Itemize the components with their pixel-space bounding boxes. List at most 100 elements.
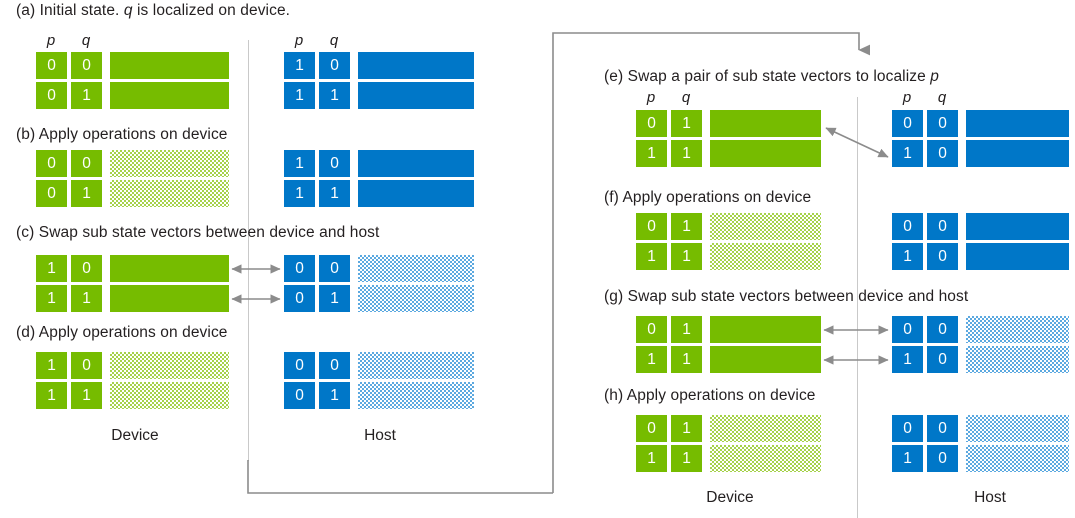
panel-d-host-row: 0 0	[284, 352, 474, 379]
state-cell-q: 0	[927, 415, 958, 442]
left-column-divider	[248, 40, 249, 461]
state-cell-p: 0	[284, 255, 315, 282]
state-cell-p: 1	[284, 150, 315, 177]
state-cell-p: 0	[36, 180, 67, 207]
state-amplitude-bar	[710, 243, 821, 270]
panel-a-host-row: 1 1	[284, 82, 474, 109]
state-cell-p: 1	[36, 285, 67, 312]
state-cell-p: 1	[892, 346, 923, 373]
state-amplitude-bar	[966, 316, 1069, 343]
state-amplitude-bar	[966, 110, 1069, 137]
panel-b-host-row: 1 0	[284, 150, 474, 177]
state-cell-q: 1	[71, 82, 102, 109]
state-cell-p: 0	[36, 150, 67, 177]
panel-d-caption-pre: (d) Apply operations on device	[16, 324, 228, 341]
panel-e-device-row: 1 1	[636, 140, 821, 167]
panel-c-caption-pre: (c) Swap sub state vectors between devic…	[16, 224, 380, 241]
state-amplitude-bar	[358, 382, 474, 409]
state-cell-p: 1	[636, 346, 667, 373]
state-cell-q: 0	[71, 352, 102, 379]
panel-h-caption: (h) Apply operations on device	[604, 387, 816, 405]
state-cell-q: 0	[927, 346, 958, 373]
panel-a-device-row: 0 1	[36, 82, 229, 109]
state-amplitude-bar	[966, 243, 1069, 270]
state-amplitude-bar	[358, 52, 474, 79]
state-cell-p: 1	[36, 382, 67, 409]
state-cell-p: 0	[892, 415, 923, 442]
right-column-divider	[857, 97, 858, 518]
panel-h-host-row: 0 0	[892, 415, 1069, 442]
state-amplitude-bar	[358, 255, 474, 282]
state-cell-q: 1	[671, 415, 702, 442]
panel-b-caption: (b) Apply operations on device	[16, 126, 228, 144]
left-device-label: Device	[111, 427, 159, 444]
panel-b-caption-pre: (b) Apply operations on device	[16, 126, 228, 143]
state-amplitude-bar	[358, 150, 474, 177]
state-cell-q: 1	[671, 140, 702, 167]
panel-e-host-row: 1 0	[892, 140, 1069, 167]
panel-b-device-row: 0 0	[36, 150, 229, 177]
panel-a-device-row: 0 0	[36, 52, 229, 79]
state-cell-p: 0	[636, 110, 667, 137]
panel-a-caption: (a) Initial state. q is localized on dev…	[16, 2, 290, 20]
panel-a-caption-italic: q	[123, 2, 133, 19]
state-amplitude-bar	[110, 180, 229, 207]
panel-h-device-row: 0 1	[636, 415, 821, 442]
panel-e-caption-italic: p	[930, 68, 939, 85]
state-cell-p: 1	[892, 243, 923, 270]
state-cell-p: 0	[36, 52, 67, 79]
state-cell-p: 0	[636, 316, 667, 343]
panel-g-host-row: 0 0	[892, 316, 1069, 343]
panel-c-caption: (c) Swap sub state vectors between devic…	[16, 224, 379, 242]
state-amplitude-bar	[358, 285, 474, 312]
panel-f-host-row: 0 0	[892, 213, 1069, 240]
state-cell-p: 1	[892, 140, 923, 167]
panel-g-device-row: 1 1	[636, 346, 821, 373]
state-amplitude-bar	[358, 352, 474, 379]
panel-h-host-row: 1 0	[892, 445, 1069, 472]
state-cell-q: 0	[319, 52, 350, 79]
panel-c-device-row: 1 0	[36, 255, 229, 282]
panel-e-device-header-q: q	[681, 89, 691, 106]
state-amplitude-bar	[710, 445, 821, 472]
panel-e-host-row: 0 0	[892, 110, 1069, 137]
panel-a-host-row: 1 0	[284, 52, 474, 79]
state-cell-p: 0	[636, 213, 667, 240]
panel-c-host-row: 0 1	[284, 285, 474, 312]
state-amplitude-bar	[710, 213, 821, 240]
state-cell-q: 0	[927, 445, 958, 472]
state-amplitude-bar	[358, 180, 474, 207]
panel-e-caption-pre: (e) Swap a pair of sub state vectors to …	[604, 68, 931, 85]
state-cell-p: 1	[284, 180, 315, 207]
state-amplitude-bar	[966, 140, 1069, 167]
state-amplitude-bar	[966, 415, 1069, 442]
state-amplitude-bar	[710, 346, 821, 373]
panel-a-caption-post: is localized on device.	[132, 2, 291, 19]
state-cell-q: 1	[671, 110, 702, 137]
state-amplitude-bar	[710, 140, 821, 167]
state-amplitude-bar	[966, 445, 1069, 472]
state-cell-p: 1	[284, 82, 315, 109]
state-cell-q: 0	[71, 150, 102, 177]
state-cell-q: 0	[927, 316, 958, 343]
state-amplitude-bar	[710, 110, 821, 137]
panel-h-caption-pre: (h) Apply operations on device	[604, 387, 816, 404]
state-cell-p: 1	[36, 352, 67, 379]
state-amplitude-bar	[110, 150, 229, 177]
state-cell-q: 0	[927, 110, 958, 137]
panel-f-device-row: 1 1	[636, 243, 821, 270]
state-amplitude-bar	[110, 382, 229, 409]
state-amplitude-bar	[110, 255, 229, 282]
state-cell-q: 1	[71, 180, 102, 207]
state-cell-q: 0	[319, 150, 350, 177]
flow-line-right-to-left	[247, 460, 553, 494]
state-amplitude-bar	[966, 213, 1069, 240]
panel-a-caption-pre: (a) Initial state.	[16, 2, 124, 19]
state-cell-p: 1	[36, 255, 67, 282]
panel-d-device-row: 1 1	[36, 382, 229, 409]
panel-f-caption-pre: (f) Apply operations on device	[604, 189, 812, 206]
panel-g-caption: (g) Swap sub state vectors between devic…	[604, 288, 968, 306]
panel-g-device-row: 0 1	[636, 316, 821, 343]
panel-d-host-row: 0 1	[284, 382, 474, 409]
panel-e-host-header-q: q	[937, 89, 947, 106]
